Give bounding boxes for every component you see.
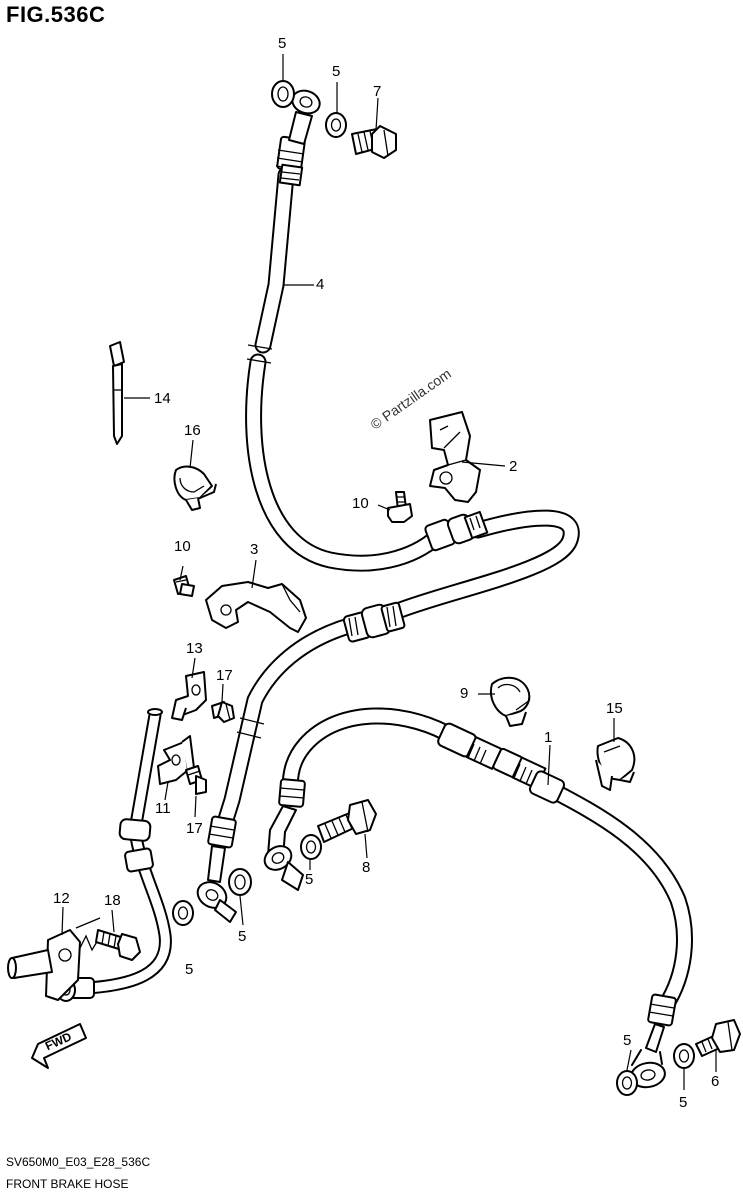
callout-3[interactable]: 3 — [250, 541, 259, 558]
callout-5[interactable]: 5 — [238, 928, 247, 945]
mid-brake-hose[interactable] — [193, 509, 580, 923]
part-12-joint-bracket[interactable] — [7, 917, 101, 1001]
part-3-hose-bracket[interactable] — [205, 581, 307, 633]
callout-4[interactable]: 4 — [316, 276, 325, 293]
diagram-caption: FRONT BRAKE HOSE — [6, 1177, 129, 1191]
part-11-clamp[interactable] — [157, 735, 195, 785]
callout-17[interactable]: 17 — [216, 667, 233, 684]
part-10-bolt[interactable] — [173, 575, 195, 597]
part-8-union-bolt[interactable] — [317, 799, 377, 843]
callout-13[interactable]: 13 — [186, 640, 203, 657]
part-5-gasket-washer[interactable] — [172, 900, 194, 926]
part-13-clamp[interactable] — [171, 671, 207, 721]
part-5-gasket-washer[interactable] — [271, 80, 295, 108]
part-6-union-bolt[interactable] — [695, 1019, 741, 1057]
part-1-lower-brake-hose[interactable] — [260, 707, 693, 1090]
callout-14[interactable]: 14 — [154, 390, 171, 407]
part-5-gasket-washer[interactable] — [616, 1070, 638, 1096]
callout-2[interactable]: 2 — [509, 458, 518, 475]
callout-5[interactable]: 5 — [305, 871, 314, 888]
callout-5[interactable]: 5 — [623, 1032, 632, 1049]
callout-16[interactable]: 16 — [184, 422, 201, 439]
part-9-hose-clamp[interactable] — [490, 676, 531, 727]
callout-9[interactable]: 9 — [460, 685, 469, 702]
part-17-bolt[interactable] — [211, 701, 235, 723]
callout-11[interactable]: 11 — [155, 800, 171, 817]
callout-1[interactable]: 1 — [544, 729, 553, 746]
part-5-gasket-washer[interactable] — [673, 1043, 695, 1069]
callout-10[interactable]: 10 — [352, 495, 369, 512]
part-2-hose-bracket[interactable] — [429, 411, 481, 503]
callout-15[interactable]: 15 — [606, 700, 623, 717]
part-7-union-bolt[interactable] — [351, 125, 397, 159]
part-14-cable-tie[interactable] — [109, 341, 125, 445]
part-5-gasket-washer[interactable] — [300, 834, 322, 860]
callout-6[interactable]: 6 — [711, 1073, 720, 1090]
part-16-hose-clamp[interactable] — [173, 465, 217, 511]
callout-8[interactable]: 8 — [362, 859, 371, 876]
part-18-bolt[interactable] — [95, 929, 141, 961]
part-4-upper-brake-hose[interactable] — [245, 87, 451, 572]
forward-direction-arrow: FWD — [31, 1023, 87, 1069]
part-5-gasket-washer[interactable] — [228, 868, 252, 896]
part-10-bolt[interactable] — [387, 491, 413, 523]
callout-7[interactable]: 7 — [373, 83, 382, 100]
part-5-gasket-washer[interactable] — [325, 112, 347, 138]
leader-lines — [61, 54, 717, 1090]
figure-title: FIG.536C — [6, 2, 106, 27]
callout-18[interactable]: 18 — [104, 892, 121, 909]
callout-10[interactable]: 10 — [174, 538, 191, 555]
callout-17[interactable]: 17 — [186, 820, 203, 837]
diagram-code: SV650M0_E03_E28_536C — [6, 1155, 151, 1169]
part-15-hose-clamp[interactable] — [595, 737, 636, 791]
callout-12[interactable]: 12 — [53, 890, 70, 907]
callout-5[interactable]: 5 — [185, 961, 194, 978]
callout-5[interactable]: 5 — [278, 35, 287, 52]
callout-5[interactable]: 5 — [679, 1094, 688, 1111]
callout-5[interactable]: 5 — [332, 63, 341, 80]
part-17-bolt[interactable] — [185, 765, 207, 795]
